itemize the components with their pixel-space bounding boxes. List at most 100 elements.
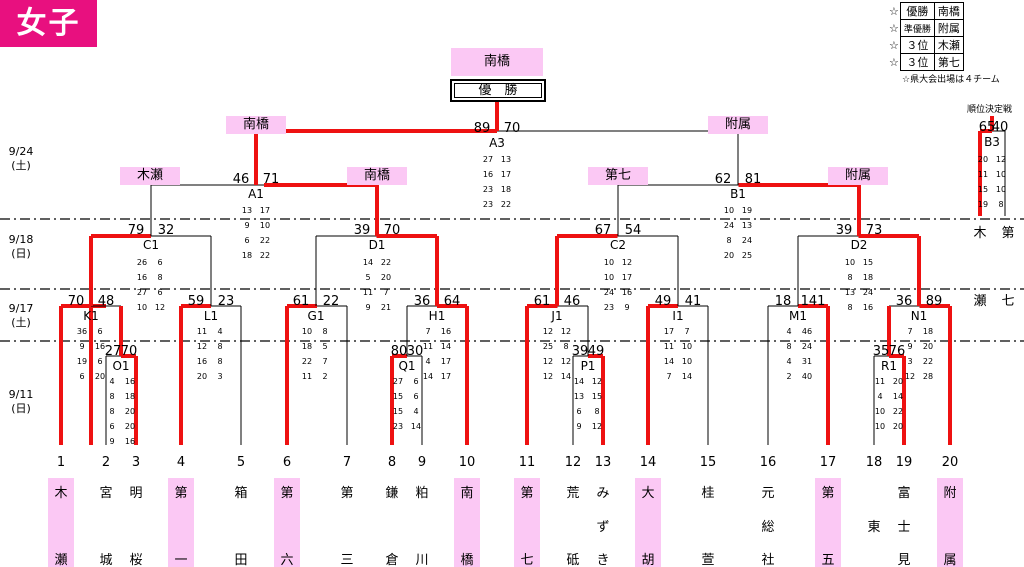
set-score: 46 [801, 327, 813, 336]
score-left: 35 [872, 344, 890, 359]
score-right: 141 [800, 294, 826, 309]
set-score: 8 [217, 342, 223, 351]
set-score: 16 [196, 357, 208, 366]
playoff-team: 七 [1001, 294, 1015, 309]
set-score: 24 [723, 221, 735, 230]
set-score: 18 [301, 342, 313, 351]
set-score: 19 [741, 206, 753, 215]
set-score: 9 [624, 303, 630, 312]
score-left: 39 [571, 344, 589, 359]
set-score: 8 [726, 236, 732, 245]
match-id-G1: G1 [307, 309, 325, 323]
team-name-top: 荒 [566, 486, 580, 501]
set-score: 14 [362, 258, 374, 267]
slot-number: 18 [865, 455, 883, 470]
set-score: 10 [844, 258, 856, 267]
set-score: 6 [244, 236, 250, 245]
set-score: 16 [124, 377, 136, 386]
team-name-top: 富 [897, 486, 911, 501]
team-name-top: 附 [943, 486, 957, 501]
set-score: 11 [977, 170, 989, 179]
set-score: 23 [392, 422, 404, 431]
winner-quarter-2: 南橋 [347, 167, 407, 185]
score-left: 39 [835, 223, 853, 238]
set-score: 8 [847, 303, 853, 312]
set-score: 23 [603, 303, 615, 312]
set-score: 10 [603, 258, 615, 267]
set-score: 10 [603, 273, 615, 282]
team-name-bottom: 胡 [641, 553, 655, 567]
score-right: 30 [406, 344, 424, 359]
match-id-C2: C2 [609, 238, 627, 252]
set-score: 36 [76, 327, 88, 336]
set-score: 13 [741, 221, 753, 230]
set-score: 14 [892, 392, 904, 401]
set-score: 2 [786, 372, 792, 381]
set-score: 17 [663, 327, 675, 336]
set-score: 17 [500, 170, 512, 179]
set-score: 5 [365, 273, 371, 282]
set-score: 10 [259, 221, 271, 230]
team-name-top: 第 [280, 486, 294, 501]
set-score: 7 [907, 327, 913, 336]
date-label: 9/18(日) [8, 233, 34, 260]
star-icon: ☆ [889, 4, 899, 18]
match-id-K1: K1 [83, 309, 99, 323]
set-score: 23 [482, 185, 494, 194]
match-id-D1: D1 [368, 238, 386, 252]
set-score: 20 [977, 155, 989, 164]
winner-semi-left: 南橋 [226, 116, 286, 134]
score-left: 27 [104, 344, 122, 359]
page-title: 女子 [0, 0, 97, 47]
match-id-J1: J1 [551, 309, 563, 323]
set-score: 12 [591, 377, 603, 386]
score-right: 71 [262, 172, 280, 187]
slot-number: 14 [639, 455, 657, 470]
set-score: 26 [136, 258, 148, 267]
set-score: 15 [862, 258, 874, 267]
score-right: 70 [503, 121, 521, 136]
set-score: 17 [440, 357, 452, 366]
set-score: 16 [621, 288, 633, 297]
set-score: 12 [591, 422, 603, 431]
team-name-bottom: 倉 [385, 553, 399, 567]
team-name-top: 第 [821, 486, 835, 501]
set-score: 8 [563, 342, 569, 351]
set-score: 10 [301, 327, 313, 336]
playoff-team: 第 [1001, 226, 1015, 241]
score-left: 65 [978, 120, 996, 135]
set-score: 21 [380, 303, 392, 312]
set-score: 8 [998, 200, 1004, 209]
score-left: 62 [714, 172, 732, 187]
set-score: 22 [259, 236, 271, 245]
set-score: 20 [94, 372, 106, 381]
result-team: 木瀬 [933, 36, 964, 54]
score-left: 70 [67, 294, 85, 309]
team-name-bottom: 三 [340, 553, 354, 567]
team-name-bottom: 瀬 [54, 553, 68, 567]
set-score: 14 [422, 372, 434, 381]
set-score: 22 [380, 258, 392, 267]
playoff-team: 木 [973, 226, 987, 241]
set-score: 7 [684, 327, 690, 336]
set-score: 17 [259, 206, 271, 215]
slot-number: 4 [176, 455, 186, 470]
set-score: 14 [663, 357, 675, 366]
set-score: 4 [877, 392, 883, 401]
slot-number: 8 [387, 455, 397, 470]
team-name-top: 桂 [701, 486, 715, 501]
slot-number: 6 [282, 455, 292, 470]
date-label: 9/11(日) [8, 388, 34, 415]
team-name-mid: 東 [867, 520, 881, 535]
set-score: 12 [542, 372, 554, 381]
team-name-top: 箱 [234, 486, 248, 501]
advancing-team-band [514, 478, 540, 567]
team-name-bottom: き [596, 553, 610, 567]
match-id-B1: B1 [730, 187, 746, 201]
slot-number: 10 [458, 455, 476, 470]
team-name-bottom: 社 [761, 553, 775, 567]
set-score: 13 [500, 155, 512, 164]
set-score: 10 [723, 206, 735, 215]
result-rank: ３位 [899, 53, 935, 71]
set-score: 20 [196, 372, 208, 381]
